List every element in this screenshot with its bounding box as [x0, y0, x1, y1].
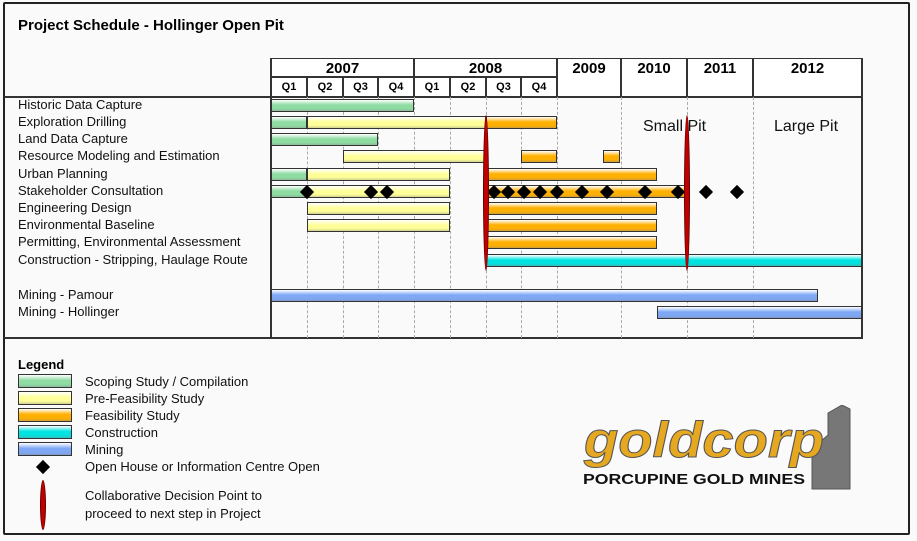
- task-label: Stakeholder Consultation: [18, 183, 164, 198]
- bar-feas: [485, 116, 557, 129]
- legend-swatch-mining: [18, 442, 72, 456]
- year-2008: 2008: [414, 58, 557, 77]
- legend-label-decision-2: proceed to next step in Project: [85, 506, 261, 521]
- bar-scoping: [271, 133, 379, 146]
- outer-frame: [3, 2, 910, 535]
- svg-text:goldcorp: goldcorp: [583, 412, 824, 468]
- goldcorp-logo: goldcorp PORCUPINE GOLD MINES: [582, 405, 851, 490]
- year-2010: 2010: [621, 58, 687, 97]
- bar-scoping: [271, 99, 414, 112]
- gridline: [557, 97, 558, 338]
- bar-prefeas: [306, 219, 450, 232]
- year-2011: 2011: [687, 58, 753, 97]
- task-label: Resource Modeling and Estimation: [18, 148, 220, 163]
- bar-mining: [271, 289, 819, 302]
- legend-label-feasibility: Feasibility Study: [85, 408, 180, 423]
- bar-construction: [485, 254, 862, 267]
- svg-text:PORCUPINE GOLD MINES: PORCUPINE GOLD MINES: [583, 471, 805, 488]
- task-label: Historic Data Capture: [18, 97, 143, 112]
- year-2007: 2007: [271, 58, 414, 77]
- legend-label-mining: Mining: [85, 442, 124, 457]
- task-label: Land Data Capture: [18, 131, 128, 146]
- legend-label-scoping: Scoping Study / Compilation: [85, 374, 249, 389]
- task-label: Exploration Drilling: [18, 114, 127, 129]
- chart-left-border: [270, 58, 272, 339]
- quarter-2008-q4: Q4: [521, 77, 557, 97]
- legend-title: Legend: [18, 357, 65, 372]
- chart-right-border: [861, 58, 863, 339]
- bar-scoping: [271, 168, 307, 181]
- task-label: Environmental Baseline: [18, 217, 155, 232]
- gridline: [521, 97, 523, 338]
- gridline: [753, 97, 754, 338]
- gridline: [378, 97, 380, 338]
- task-label: Construction - Stripping, Haulage Route: [18, 252, 248, 267]
- legend-label-decision-1: Collaborative Decision Point to: [85, 488, 263, 503]
- task-label: Urban Planning: [18, 166, 108, 181]
- bar-feas: [485, 168, 658, 181]
- task-label: Engineering Design: [18, 200, 132, 215]
- bar-feas: [485, 219, 658, 232]
- bar-mining: [657, 306, 862, 319]
- page-title: Project Schedule - Hollinger Open Pit: [18, 17, 284, 34]
- header-divider: [4, 96, 862, 98]
- gridline: [449, 97, 451, 338]
- decision-point: [482, 115, 489, 271]
- legend-swatch-scoping: [18, 374, 72, 388]
- legend-label-open-house: Open House or Information Centre Open: [85, 459, 320, 474]
- quarter-2008-q2: Q2: [450, 77, 486, 97]
- gridline: [621, 97, 622, 338]
- legend-label-prefeasibility: Pre-Feasibility Study: [85, 391, 205, 406]
- legend-swatch-construction: [18, 425, 72, 439]
- quarter-2007-q3: Q3: [343, 77, 378, 97]
- quarter-2008-q3: Q3: [486, 77, 521, 97]
- quarter-2007-q2: Q2: [307, 77, 343, 97]
- decision-point: [684, 115, 690, 271]
- bar-prefeas: [342, 150, 486, 163]
- small-pit-label: Small Pit: [643, 118, 707, 135]
- quarter-2008-q1: Q1: [414, 77, 450, 97]
- task-label: Mining - Hollinger: [18, 304, 120, 319]
- gridline: [342, 97, 344, 338]
- quarter-2007-q4: Q4: [378, 77, 414, 97]
- bar-feas: [485, 202, 658, 215]
- task-label: Permitting, Environmental Assessment: [18, 234, 241, 249]
- bar-prefeas: [306, 168, 450, 181]
- legend-label-construction: Construction: [85, 425, 158, 440]
- gridline: [306, 97, 308, 338]
- task-label: Mining - Pamour: [18, 287, 114, 302]
- bar-feas: [603, 150, 620, 163]
- bar-feas: [521, 150, 557, 163]
- legend-swatch-feasibility: [18, 408, 72, 422]
- chart-bottom-divider: [4, 337, 862, 339]
- bar-feas: [485, 236, 658, 249]
- year-2012: 2012: [753, 58, 862, 97]
- quarter-2007-q1: Q1: [271, 77, 307, 97]
- bar-prefeas: [306, 202, 450, 215]
- year-2009: 2009: [557, 58, 621, 97]
- gridline: [414, 97, 415, 338]
- bar-scoping: [271, 116, 307, 129]
- bar-prefeas: [306, 116, 486, 129]
- legend-decision-point-icon: [40, 480, 46, 530]
- large-pit-label: Large Pit: [774, 118, 839, 135]
- legend-swatch-prefeasibility: [18, 391, 72, 405]
